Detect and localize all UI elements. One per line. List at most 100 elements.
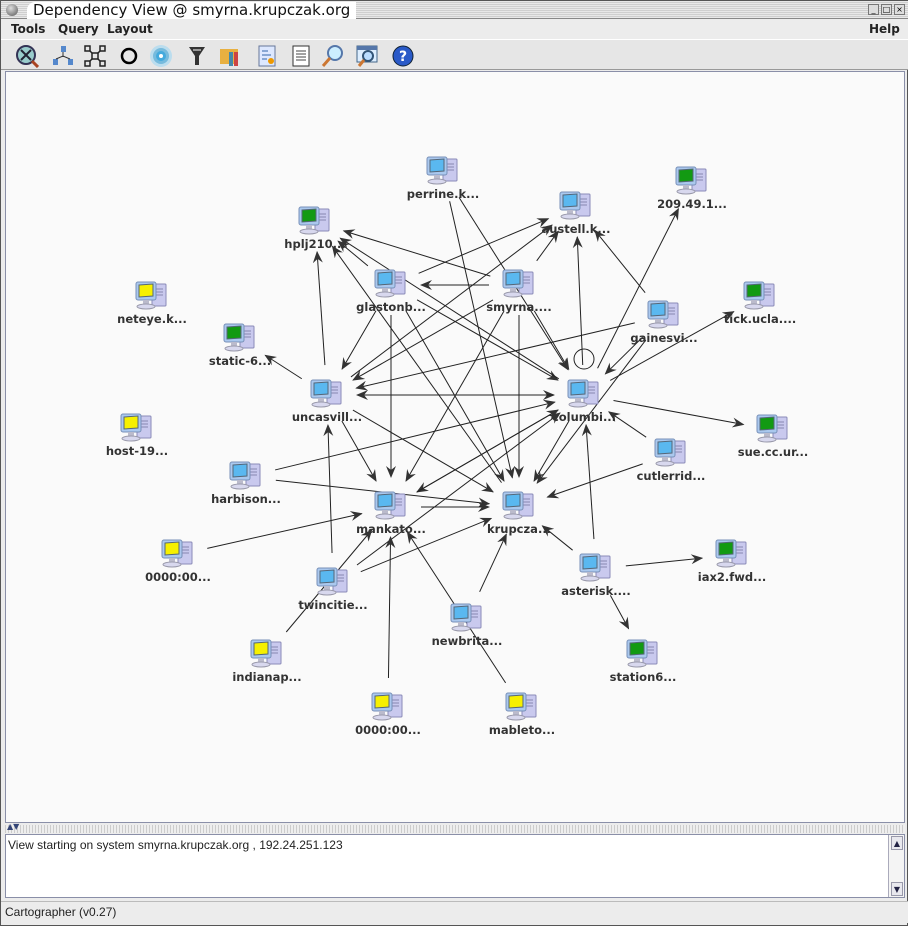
hierarchy-layout-button[interactable] [51, 44, 75, 68]
magnifier-button[interactable] [321, 44, 345, 68]
dependency-edge [341, 420, 377, 482]
filter-icon [189, 47, 205, 65]
computer-icon [626, 639, 658, 668]
help-button[interactable]: ? [391, 44, 415, 68]
maximize-button[interactable]: □ [881, 4, 892, 15]
host-label: glastonb... [356, 300, 426, 314]
host-node[interactable]: twincitie... [278, 565, 388, 612]
host-node[interactable]: neteye.k... [97, 279, 207, 326]
dependency-edge [536, 339, 647, 484]
dependency-edge [331, 245, 502, 483]
computer-icon [374, 491, 406, 520]
host-node[interactable]: columbi... [529, 377, 639, 424]
radial-layout-button[interactable] [149, 44, 173, 68]
dependency-edge [604, 336, 644, 375]
zoom-fit-button[interactable] [15, 44, 39, 68]
host-node[interactable]: perrine.k... [388, 154, 498, 201]
report-button[interactable] [255, 44, 279, 68]
status-text: Cartographer (v0.27) [5, 905, 117, 919]
menu-query[interactable]: Query [58, 22, 99, 36]
computer-icon [229, 461, 261, 490]
graph-edges [207, 197, 745, 684]
host-node[interactable]: station6... [588, 637, 698, 684]
host-node[interactable]: krupcza... [464, 489, 574, 536]
computer-icon [316, 567, 348, 596]
host-node[interactable]: iax2.fwd... [677, 537, 787, 584]
computer-icon [505, 692, 537, 721]
host-label: smyrna.... [486, 300, 552, 314]
dependency-edge [416, 299, 559, 381]
document-button[interactable] [289, 44, 313, 68]
host-node[interactable]: 0000:00... [123, 537, 233, 584]
dependency-graph-canvas[interactable]: perrine.k... austell.k...209.49.1... hplj2… [5, 71, 905, 823]
computer-icon [120, 413, 152, 442]
window-menu-icon[interactable] [6, 4, 18, 16]
host-node[interactable]: smyrna.... [464, 267, 574, 314]
dependency-edge [264, 354, 303, 380]
circle-layout-button[interactable] [117, 44, 141, 68]
host-label: 0000:00... [145, 570, 211, 584]
host-label: columbi... [551, 410, 617, 424]
menu-help[interactable]: Help [869, 22, 900, 36]
computer-icon [647, 300, 679, 329]
help-icon: ? [392, 45, 414, 67]
title-bar: Dependency View @ smyrna.krupczak.org _□… [1, 1, 908, 19]
dependency-edge [323, 423, 334, 554]
svg-text:?: ? [399, 49, 407, 65]
computer-icon [579, 553, 611, 582]
host-label: indianap... [232, 670, 302, 684]
host-node[interactable]: hplj210... [260, 204, 370, 251]
folder-books-button[interactable] [219, 44, 243, 68]
split-pane-divider[interactable]: ▲▼ [5, 822, 905, 833]
filter-button[interactable] [185, 44, 209, 68]
menu-bar: Tools Query Layout Help [1, 19, 908, 39]
host-node[interactable]: indianap... [212, 637, 322, 684]
toolbar: ? [1, 39, 908, 70]
dependency-edge [536, 230, 559, 262]
computer-icon [298, 206, 330, 235]
host-node[interactable]: mableto... [467, 690, 577, 737]
host-node[interactable]: harbison... [191, 459, 301, 506]
computer-icon [756, 414, 788, 443]
computer-icon [715, 539, 747, 568]
host-label: iax2.fwd... [697, 570, 767, 584]
host-node[interactable]: newbrita... [412, 601, 522, 648]
computer-icon [559, 191, 591, 220]
menu-tools[interactable]: Tools [11, 22, 46, 36]
host-node[interactable]: sue.cc.ur... [718, 412, 828, 459]
computer-icon [371, 692, 403, 721]
dependency-edge [581, 423, 595, 540]
dependency-edge [597, 207, 679, 369]
host-node[interactable]: uncasvill... [272, 377, 382, 424]
host-label: harbison... [211, 492, 281, 506]
host-node[interactable]: asterisk.... [541, 551, 651, 598]
folder-books-icon [220, 49, 238, 66]
host-label: hplj210... [284, 237, 346, 251]
dependency-edge [625, 554, 704, 567]
status-bar: Cartographer (v0.27) [1, 901, 908, 923]
minimize-button[interactable]: _ [868, 4, 879, 15]
computer-icon [223, 323, 255, 352]
find-window-button[interactable] [355, 44, 379, 68]
host-node[interactable]: cutlerrid... [616, 436, 726, 483]
host-node[interactable]: 209.49.1... [637, 164, 747, 211]
split-arrows-icon[interactable]: ▲▼ [7, 822, 20, 831]
host-node[interactable]: gainesvi... [609, 298, 719, 345]
dependency-edge [416, 409, 559, 493]
scroll-up-button[interactable]: ▲ [891, 836, 903, 850]
grid-layout-icon [84, 45, 106, 67]
host-node[interactable]: glastonb... [336, 267, 446, 314]
host-label: mableto... [488, 723, 556, 737]
close-button[interactable]: × [894, 4, 905, 15]
host-node[interactable]: austell.k... [521, 189, 631, 236]
host-node[interactable]: 0000:00... [333, 690, 443, 737]
host-node[interactable]: tick.ucla.... [705, 279, 815, 326]
log-scrollbar[interactable]: ▲ ▼ [888, 835, 904, 897]
grid-layout-button[interactable] [83, 44, 107, 68]
host-node[interactable]: host-19... [82, 411, 192, 458]
menu-layout[interactable]: Layout [107, 22, 153, 36]
host-label: newbrita... [431, 634, 503, 648]
scroll-down-button[interactable]: ▼ [891, 882, 903, 896]
host-node[interactable]: mankato... [336, 489, 446, 536]
host-node[interactable]: static-6... [185, 321, 295, 368]
